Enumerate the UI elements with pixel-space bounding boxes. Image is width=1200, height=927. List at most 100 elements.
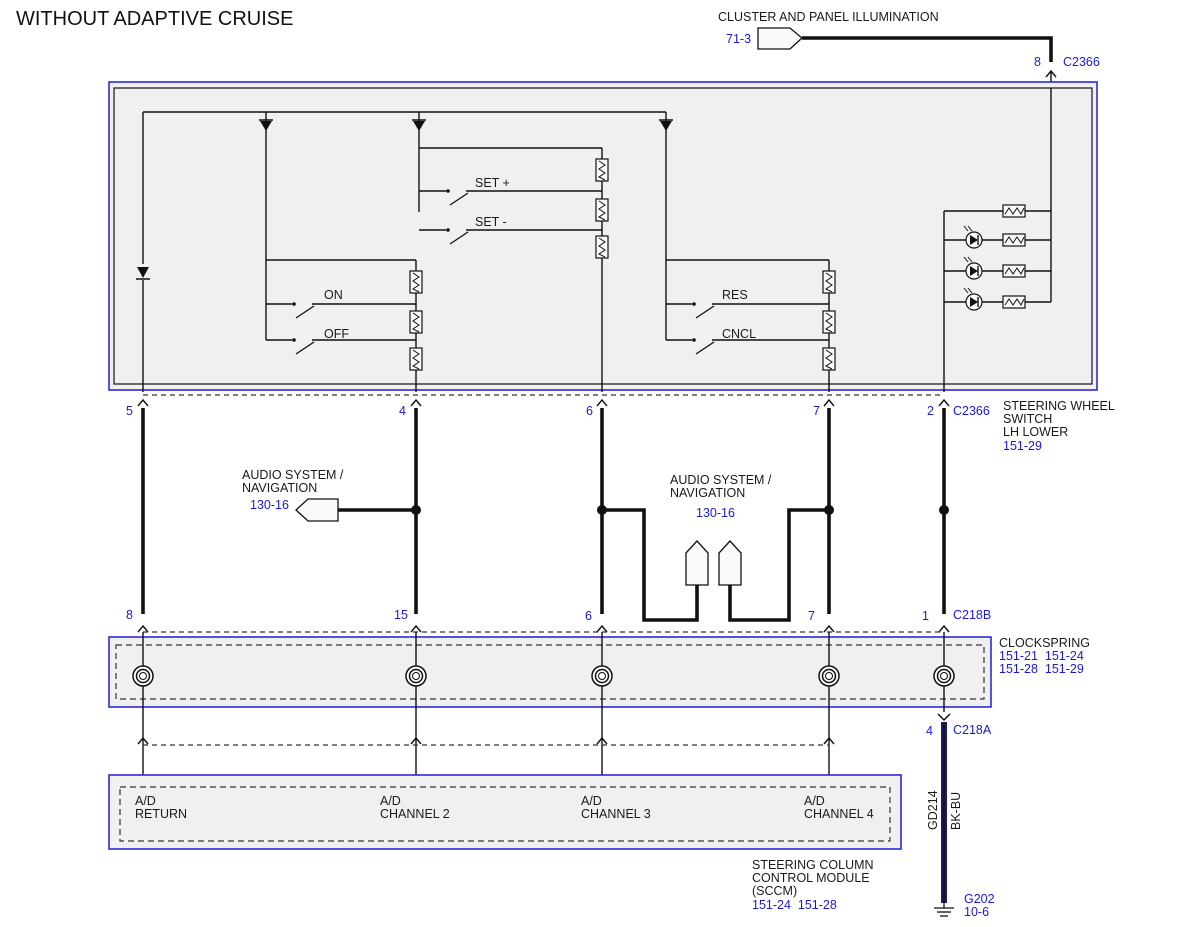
illumination-label: CLUSTER AND PANEL ILLUMINATION [718, 10, 939, 24]
diode-icon [659, 119, 673, 131]
audio-center-connector-icon [685, 540, 709, 586]
resistor-icon [409, 310, 423, 334]
audio-left-label-1: AUDIO SYSTEM / [242, 468, 344, 482]
c2366-connector-label: C2366 [953, 404, 990, 418]
c218b-pin-15: 15 [394, 608, 408, 622]
resistor-icon [822, 347, 836, 371]
resistor-icon [822, 310, 836, 334]
clockspring-refs-1: 151-21 151-24 [999, 649, 1084, 663]
ground-ref: 10-6 [964, 905, 989, 919]
ground-circuit: GD214 [926, 790, 940, 830]
audio-center-connector-icon [718, 540, 742, 586]
resistor-icon [822, 270, 836, 294]
resistor-icon [409, 347, 423, 371]
sccm-box [108, 774, 902, 850]
terminal-icon [938, 625, 950, 633]
resistor-icon [595, 198, 609, 222]
switch-label-on: ON [324, 288, 343, 302]
sccm-label-3: (SCCM) [752, 884, 797, 898]
sccm-channel-4-line1: A/D [804, 794, 825, 808]
illumination-connector-icon [757, 27, 803, 50]
illumination-ref: 71-3 [726, 32, 751, 46]
sccm-channel-2-line1: A/D [380, 794, 401, 808]
audio-left-connector-icon [295, 498, 339, 522]
switch-label-off: OFF [324, 327, 349, 341]
c218b-pin-1: 1 [922, 609, 929, 623]
clockspring-wires [142, 632, 945, 787]
c218b-connector-label: C218B [953, 608, 991, 622]
c218b-pin-7: 7 [808, 609, 815, 623]
sccm-channel-4-line2: CHANNEL 4 [804, 807, 874, 821]
c2366-pin-5: 5 [126, 404, 133, 418]
sccm-label-1: STEERING COLUMN [752, 858, 874, 872]
resistor-icon [1002, 295, 1026, 309]
switch-label-set-minus: SET - [475, 215, 507, 229]
switch-module-ref: 151-29 [1003, 439, 1042, 453]
sccm-label-2: CONTROL MODULE [752, 871, 870, 885]
splice-icon [939, 505, 949, 515]
resistor-icon [595, 235, 609, 259]
harness-wires [141, 408, 946, 622]
resistor-icon [595, 158, 609, 182]
illumination-connector: C2366 [1063, 55, 1100, 69]
ground-icon [934, 903, 954, 917]
c218a-connector-label: C218A [953, 723, 992, 737]
c2366-pin-7: 7 [813, 404, 820, 418]
splice-icon [411, 505, 421, 515]
splice-icon [597, 505, 607, 515]
splice-icon [824, 505, 834, 515]
sccm-channel-3-line2: CHANNEL 3 [581, 807, 651, 821]
sccm-channel-return-line2: RETURN [135, 807, 187, 821]
switch-module-label-1: STEERING WHEEL [1003, 399, 1115, 413]
sccm-channel-return-line1: A/D [135, 794, 156, 808]
diagram-title: WITHOUT ADAPTIVE CRUISE [16, 8, 293, 30]
terminal-icon [137, 399, 149, 407]
resistor-icon [409, 270, 423, 294]
switch-label-set-plus: SET + [475, 176, 510, 190]
ground-wire-color: BK-BU [949, 792, 963, 830]
terminal-icon [596, 399, 608, 407]
clockspring-coil-icon [591, 665, 613, 687]
terminal-icon [823, 399, 835, 407]
sccm-refs: 151-24 151-28 [752, 898, 837, 912]
clockspring-coil-icon [132, 665, 154, 687]
clockspring-coil-icon [933, 665, 955, 687]
audio-center-ref: 130-16 [696, 506, 735, 520]
illumination-pin: 8 [1034, 55, 1041, 69]
terminal-icon [938, 399, 950, 407]
c218b-pin-8: 8 [126, 608, 133, 622]
ground-name: G202 [964, 892, 995, 906]
switch-module-label-2: SWITCH [1003, 412, 1052, 426]
diode-icon [136, 267, 150, 280]
diode-icon [412, 119, 426, 131]
switch-label-cncl: CNCL [722, 327, 756, 341]
terminal-icon [937, 713, 951, 722]
audio-left-ref: 130-16 [250, 498, 289, 512]
resistor-icon [1002, 204, 1026, 218]
resistor-icon [1002, 264, 1026, 278]
switch-module-label-3: LH LOWER [1003, 425, 1068, 439]
clockspring-coil-icon [405, 665, 427, 687]
audio-center-label-1: AUDIO SYSTEM / [670, 473, 772, 487]
clockspring-label: CLOCKSPRING [999, 636, 1090, 650]
sccm-channel-3-line1: A/D [581, 794, 602, 808]
c2366-pin-4: 4 [399, 404, 406, 418]
c2366-pin-6: 6 [586, 404, 593, 418]
diode-icon [259, 119, 273, 131]
illumination-wire [802, 36, 1053, 62]
terminal-icon [410, 399, 422, 407]
terminal-icon [137, 625, 149, 633]
clockspring-coil-icon [818, 665, 840, 687]
terminal-icon [823, 625, 835, 633]
clockspring-box [108, 636, 992, 708]
terminal-icon [596, 625, 608, 633]
c218b-pin-6: 6 [585, 609, 592, 623]
switch-label-res: RES [722, 288, 748, 302]
audio-left-label-2: NAVIGATION [242, 481, 317, 495]
c218a-pin: 4 [926, 724, 933, 738]
clockspring-refs-2: 151-28 151-29 [999, 662, 1084, 676]
audio-center-label-2: NAVIGATION [670, 486, 745, 500]
c2366-pin-2: 2 [927, 404, 934, 418]
sccm-channel-2-line2: CHANNEL 2 [380, 807, 450, 821]
